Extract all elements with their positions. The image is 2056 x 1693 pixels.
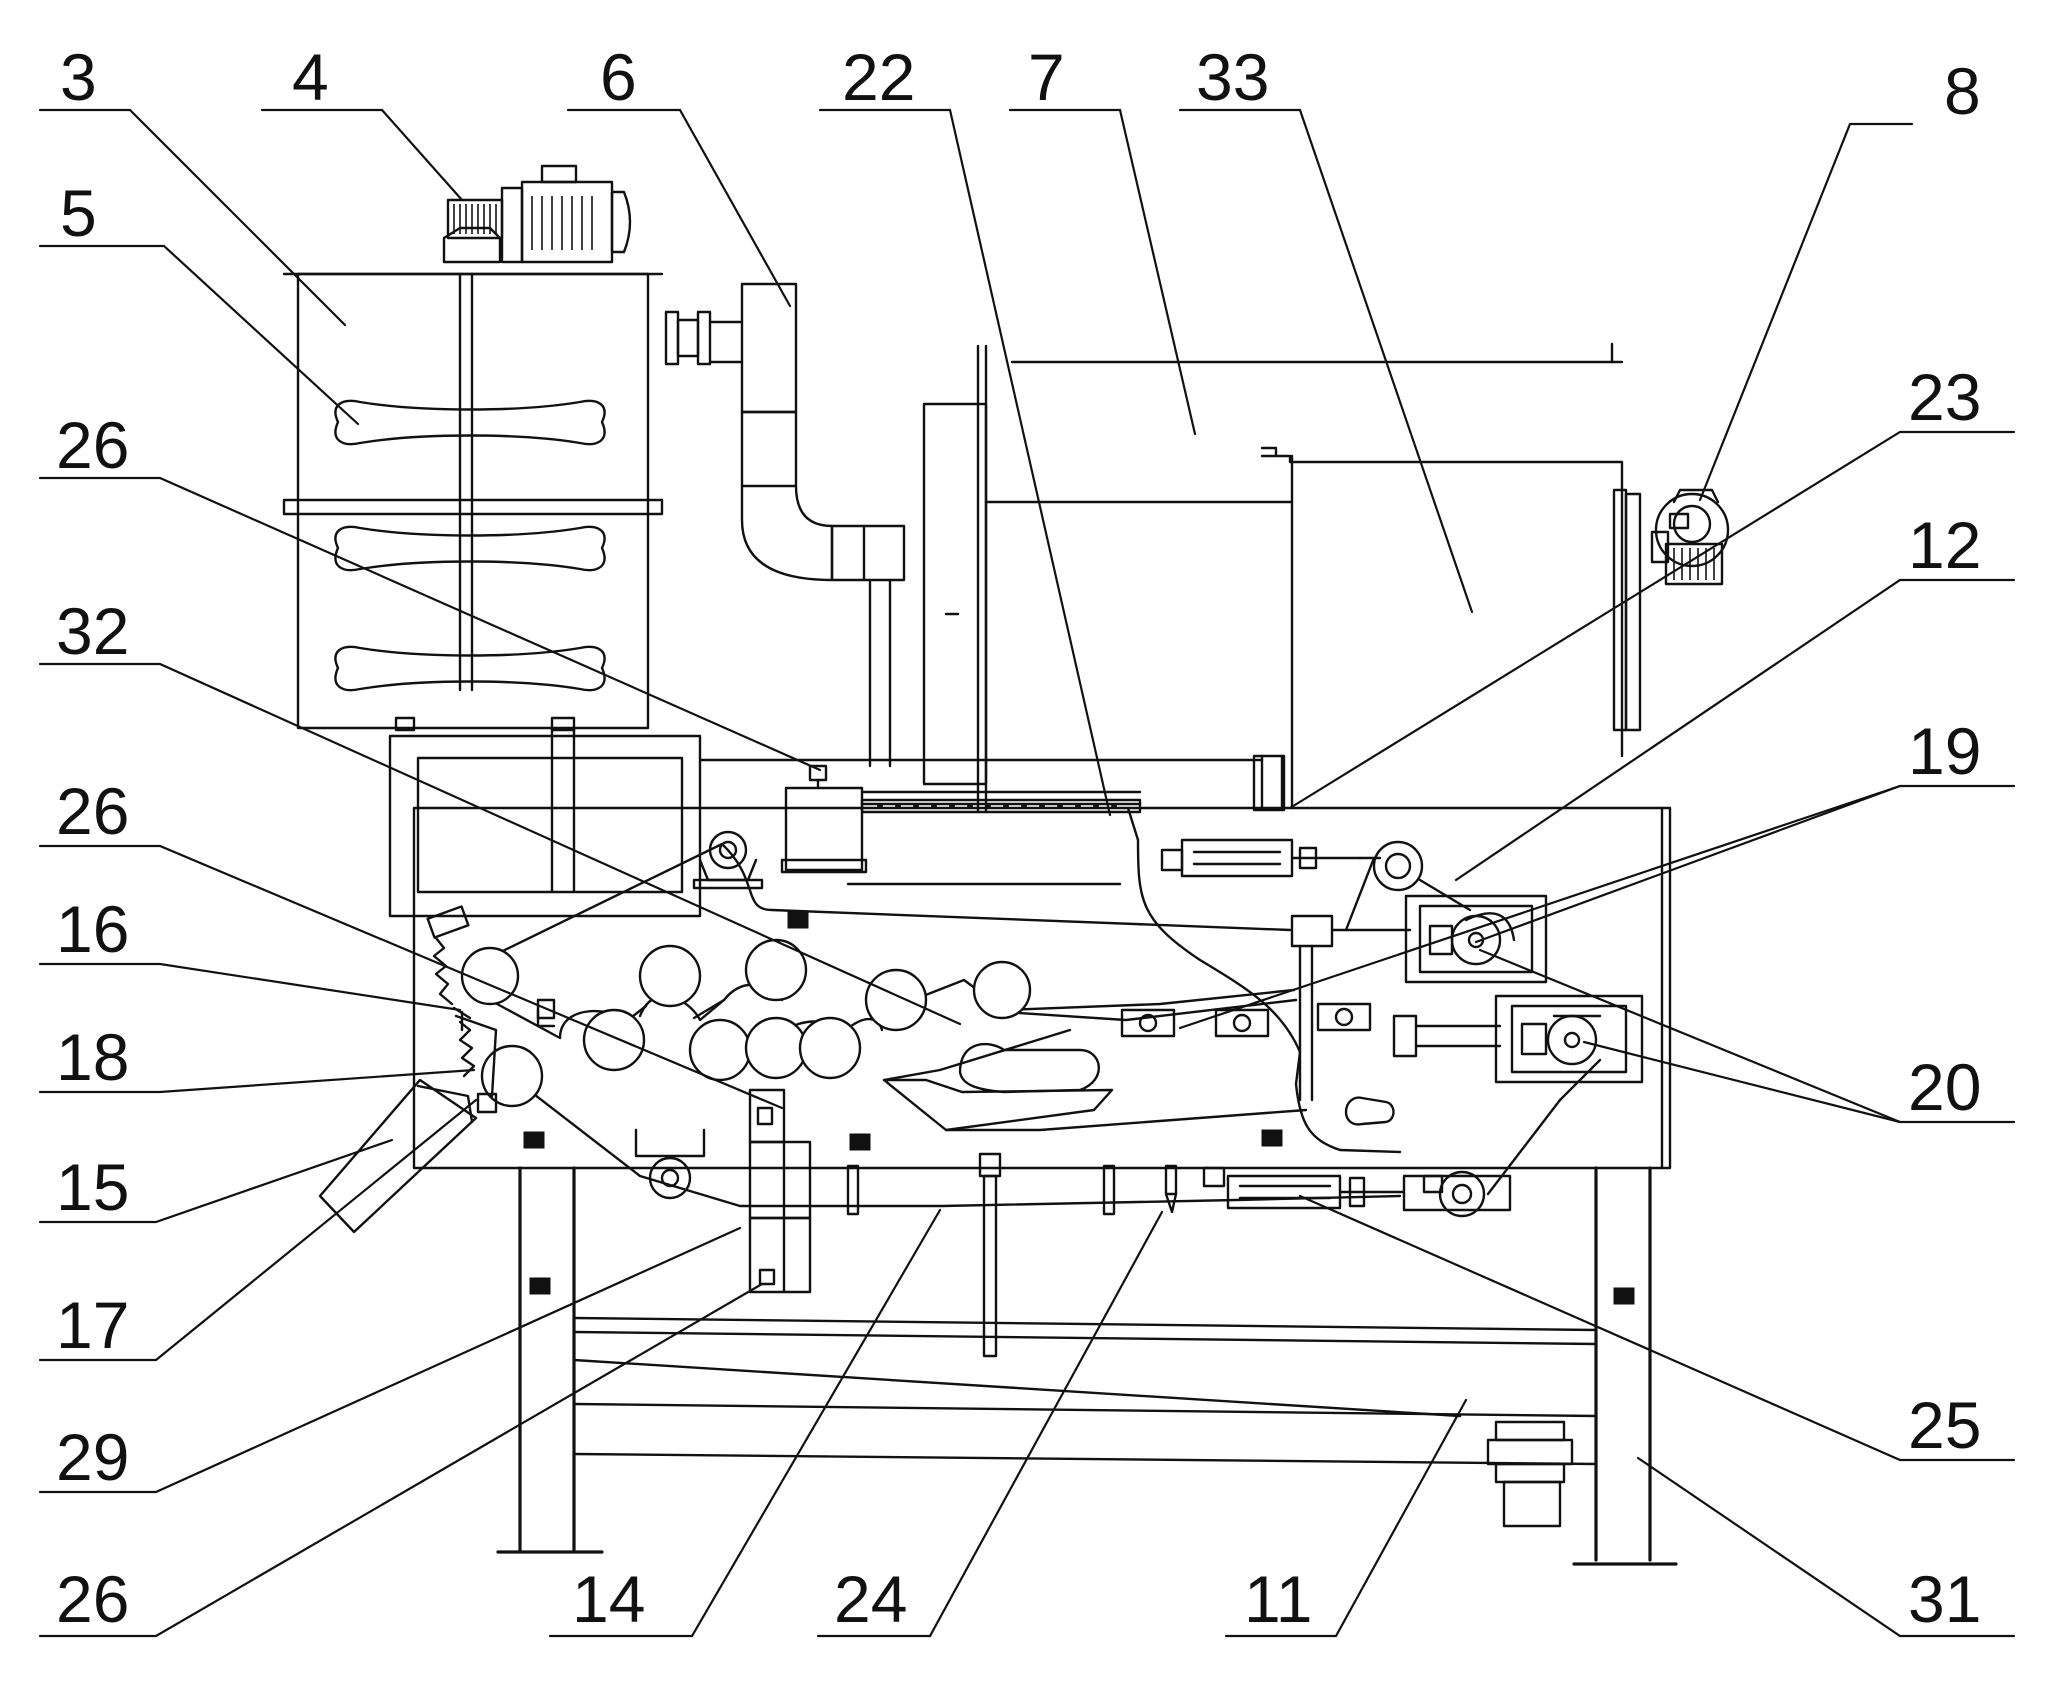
flocculator-pipe	[664, 282, 906, 768]
callout-14: 14	[572, 1562, 645, 1636]
correction-unit-upper	[1290, 894, 1548, 1102]
thickener-drum	[922, 342, 1624, 814]
callout-labels: 3 4 6 22 7 33 8 5 23 26 12 32 19 26 16 1…	[56, 40, 1981, 1636]
callout-7: 7	[1028, 40, 1065, 114]
drive-pulley-top	[1344, 840, 1472, 932]
callout-26: 26	[56, 1562, 129, 1636]
frame-markers	[523, 911, 1635, 1305]
spray-nozzle-mid	[748, 1088, 812, 1294]
tension-cylinder-top	[1160, 838, 1382, 878]
callout-23: 23	[1908, 360, 1981, 434]
lower-guide-roller	[634, 1128, 706, 1200]
callout-29: 29	[56, 1420, 129, 1494]
tension-cylinder-bottom	[1202, 1098, 1562, 1218]
callout-12: 12	[1908, 508, 1981, 582]
callout-17: 17	[56, 1288, 129, 1362]
spray-pipe	[860, 798, 1142, 814]
callout-8: 8	[1944, 54, 1981, 128]
discharge-scraper	[318, 905, 556, 1234]
callout-24: 24	[834, 1562, 907, 1636]
callout-32: 32	[56, 594, 129, 668]
callout-33: 33	[1196, 40, 1269, 114]
drain-pipes	[846, 1152, 1178, 1358]
bearing-blocks	[1120, 1002, 1372, 1038]
callout-5: 5	[60, 176, 97, 250]
callout-22: 22	[842, 40, 915, 114]
callout-19: 19	[1908, 714, 1981, 788]
sludge-hopper	[1260, 446, 1624, 810]
press-rollers	[460, 938, 1032, 1108]
main-frame	[388, 716, 1672, 1170]
callout-26: 26	[56, 408, 129, 482]
sludge-pump	[1612, 488, 1730, 732]
filtrate-trough	[882, 1028, 1395, 1132]
callout-25: 25	[1908, 1388, 1981, 1462]
callout-4: 4	[292, 40, 329, 114]
leader-lines	[38, 108, 2016, 1638]
callout-15: 15	[56, 1150, 129, 1224]
callout-16: 16	[56, 892, 129, 966]
callout-26: 26	[56, 774, 129, 848]
callout-20: 20	[1908, 1050, 1981, 1124]
top-guide-roller	[692, 830, 764, 890]
callout-3: 3	[60, 40, 97, 114]
callout-31: 31	[1908, 1562, 1981, 1636]
callout-18: 18	[56, 1020, 129, 1094]
mixing-tank	[282, 272, 664, 730]
agitator-paddles	[334, 399, 606, 692]
correction-unit-lower	[1392, 994, 1644, 1102]
spray-nozzle-top	[780, 764, 868, 874]
agitator-motor	[442, 164, 632, 264]
callout-6: 6	[600, 40, 637, 114]
callout-11: 11	[1244, 1562, 1313, 1636]
filtrate-tank	[572, 1316, 1598, 1528]
